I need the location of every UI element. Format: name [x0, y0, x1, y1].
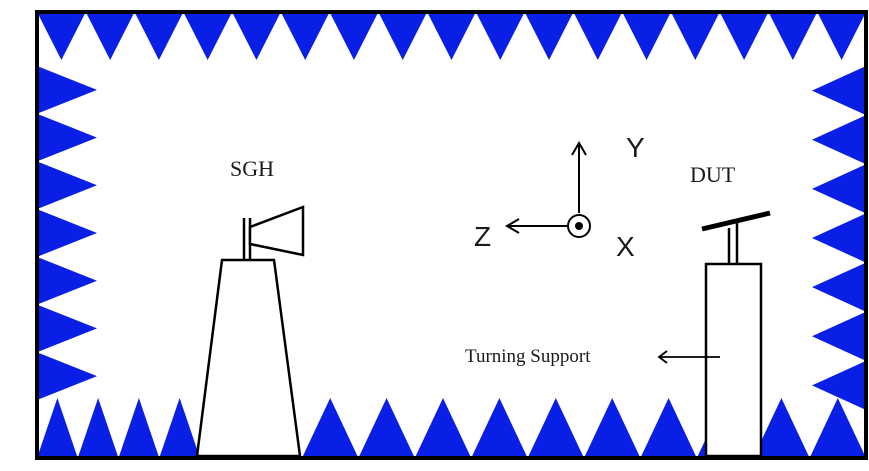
- absorber-wedge: [471, 398, 528, 458]
- absorber-wedge: [37, 209, 97, 257]
- coordinate-axes: [505, 141, 591, 238]
- x-axis-circle: [567, 214, 591, 238]
- absorber-wedge: [812, 213, 866, 263]
- absorber-wedge: [812, 115, 866, 165]
- turning-support: [704, 262, 763, 458]
- absorber-wedge: [812, 66, 866, 116]
- sgh-horn: [248, 205, 305, 257]
- absorber-wedge: [37, 161, 97, 210]
- sgh-antenna: [195, 205, 305, 458]
- absorber-wedge: [584, 398, 641, 458]
- absorber-wedge: [753, 398, 810, 458]
- absorber-wedge: [37, 352, 97, 400]
- axis-x-label: X: [616, 231, 635, 262]
- absorber-wedge: [118, 398, 160, 458]
- absorber-wedge: [134, 12, 184, 60]
- absorber-wedge: [85, 12, 135, 60]
- absorber-wedge: [527, 398, 584, 458]
- absorber-wedge: [622, 12, 671, 60]
- absorber-wedge: [37, 66, 97, 114]
- absorber-wedge: [378, 12, 428, 60]
- sgh-tower: [195, 258, 302, 458]
- turning-support-arrow: [657, 350, 720, 364]
- absorber-wedge: [37, 304, 97, 353]
- dut-assembly: [701, 210, 771, 458]
- sgh-label: SGH: [230, 156, 274, 181]
- absorber-wedge: [812, 360, 866, 410]
- absorber-wedge: [358, 398, 415, 458]
- absorber-wedge: [77, 398, 119, 458]
- absorbers-bottom-right: [302, 398, 866, 458]
- absorbers-right: [812, 66, 866, 410]
- absorber-wedge: [183, 12, 233, 60]
- absorber-wedge: [768, 12, 818, 60]
- dut-label: DUT: [690, 162, 736, 187]
- absorber-wedge: [427, 12, 476, 60]
- absorber-wedge: [812, 164, 866, 214]
- absorber-wedge: [232, 12, 281, 60]
- absorber-wedge: [573, 12, 623, 60]
- absorber-wedge: [37, 12, 86, 60]
- absorbers-top: [37, 12, 866, 60]
- chamber-wall: [35, 10, 868, 460]
- absorber-wedge: [37, 256, 97, 305]
- absorber-wedge: [280, 12, 330, 60]
- absorber-wedge: [37, 398, 78, 458]
- absorber-wedge: [812, 311, 866, 361]
- absorber-wedge: [302, 398, 359, 458]
- absorbers-left: [37, 66, 97, 400]
- absorber-wedge: [524, 12, 574, 60]
- absorber-wedge: [329, 12, 379, 60]
- absorber-wedge: [475, 12, 525, 60]
- absorber-wedge: [809, 398, 866, 458]
- axis-y-label: Y: [626, 132, 645, 163]
- absorber-wedge: [414, 398, 472, 458]
- absorber-wedge: [37, 113, 97, 162]
- axis-z-label: Z: [474, 221, 491, 252]
- absorber-wedge: [159, 398, 200, 458]
- absorbers-bottom-left: [37, 398, 200, 458]
- absorber-wedge: [670, 12, 720, 60]
- absorber-wedge: [640, 398, 697, 458]
- absorber-wedge: [719, 12, 769, 60]
- absorber-wedge: [817, 12, 866, 60]
- absorber-wedge: [812, 262, 866, 312]
- x-axis-dot: [575, 222, 583, 230]
- dut-plate: [701, 210, 771, 232]
- turning-support-label: Turning Support: [465, 346, 591, 367]
